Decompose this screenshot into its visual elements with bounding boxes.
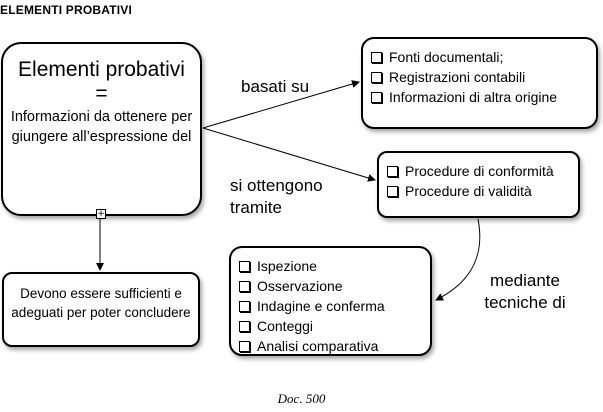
document-caption: Doc. 500 [277,391,326,406]
checkbox-icon [239,260,250,272]
edge-procedures-to-techniques [435,218,481,301]
checkbox-icon [371,91,382,103]
edge-label-through-techniques: mediante tecniche di [484,271,566,312]
list-item: Osservazione [239,276,430,296]
main-node-description: Informazioni da ottenere per giungere al… [10,109,193,145]
list-item: Ispezione [239,256,430,276]
checkbox-icon [239,300,250,312]
checkbox-icon [239,320,250,332]
main-node-equals: = [95,82,108,105]
list-item: Procedure di conformità [387,161,578,181]
list-item: Informazioni di altra origine [371,87,596,107]
checkbox-icon [387,165,398,177]
expand-toggle-icon[interactable]: + [96,209,106,219]
edge-main-to-sources [202,80,360,129]
procedures-node: Procedure di conformità Procedure di val… [377,151,580,218]
checkbox-icon [371,51,382,63]
sources-node: Fonti documentali; Registrazioni contabi… [361,37,598,129]
edge-label-based-on: basati su [241,77,310,96]
main-node: Elementi probativi = Informazioni da ott… [1,42,202,216]
checkbox-icon [239,340,250,352]
techniques-node: Ispezione Osservazione Indagine e confer… [229,246,432,356]
list-item: Conteggi [239,316,430,336]
list-item: Indagine e conferma [239,296,430,316]
edge-main-to-procedures [202,127,376,182]
list-item: Procedure di validità [387,181,578,201]
checkbox-icon [239,280,250,292]
checkbox-icon [387,185,398,197]
main-node-title: Elementi probativi [18,58,185,81]
edge-label-obtained-via: si ottengono tramite [230,176,323,217]
diagram-header: ELEMENTI PROBATIVI [0,3,133,17]
checkbox-icon [371,71,382,83]
requirement-node: Devono essere sufficienti e adeguati per… [2,272,200,347]
list-item: Registrazioni contabili [371,67,596,87]
list-item: Fonti documentali; [371,47,596,67]
list-item: Analisi comparativa [239,336,430,356]
